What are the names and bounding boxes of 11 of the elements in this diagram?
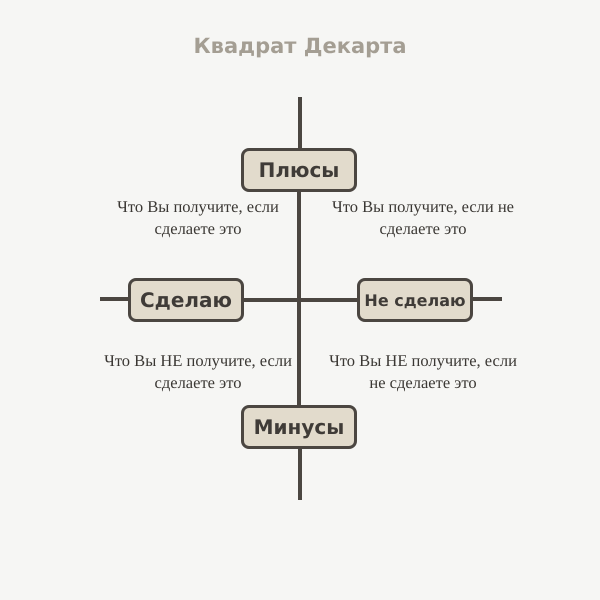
quadrant-note: Что Вы получите, если сделаете это bbox=[116, 196, 280, 240]
quadrant-note: Что Вы НЕ получите, если не сделаете это bbox=[328, 350, 518, 394]
diagram-title: Квадрат Декарта bbox=[192, 34, 408, 58]
axis-label-box: Не сделаю bbox=[357, 278, 473, 322]
axis-line bbox=[297, 192, 301, 405]
axis-line bbox=[244, 298, 357, 302]
quadrant-note: Что Вы получите, если не сделаете это bbox=[331, 196, 515, 240]
axis-label-box: Минусы bbox=[241, 405, 357, 449]
quadrant-note: Что Вы НЕ получите, если сделаете это bbox=[103, 350, 293, 394]
axis-label-box: Сделаю bbox=[128, 278, 244, 322]
axis-label-box: Плюсы bbox=[241, 148, 357, 192]
